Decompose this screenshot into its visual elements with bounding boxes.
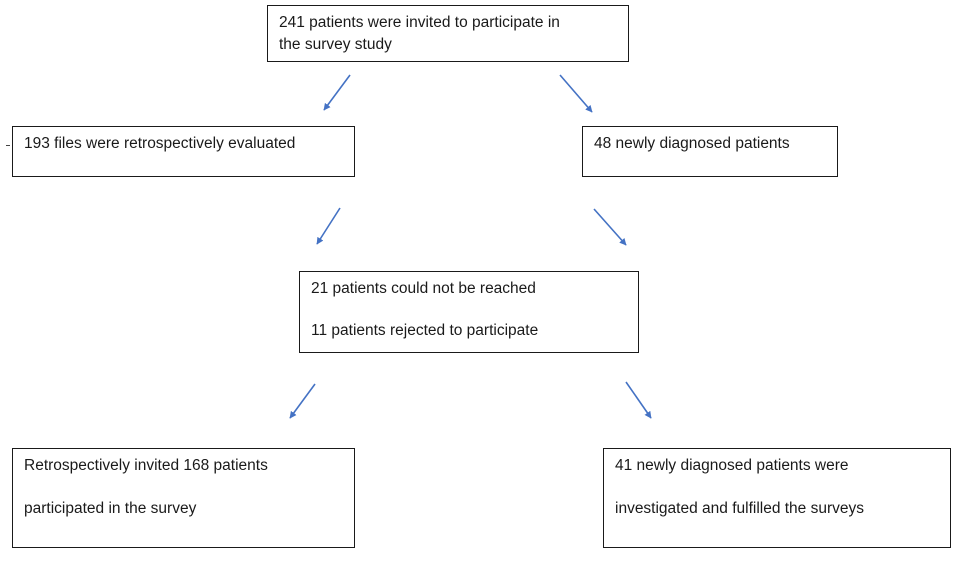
box-newly-diagnosed: 48 newly diagnosed patients <box>582 126 838 177</box>
arrow-newly-diagnosed-to-excluded <box>593 208 627 246</box>
box-new-outcome-line-2: investigated and fulfilled the surveys <box>615 500 865 517</box>
box-new-outcome: 41 newly diagnosed patients were investi… <box>603 448 951 548</box>
box-retrospective-line-1: 193 files were retrospectively evaluated <box>24 135 296 152</box>
box-invited-line-2: the survey study <box>279 36 392 53</box>
arrow-retrospective-to-excluded <box>316 207 341 245</box>
box-retrospective-outcome-line-2: participated in the survey <box>24 500 197 517</box>
box-excluded-patients: 21 patients could not be reached 11 pati… <box>299 271 639 353</box>
box-retrospective-files: 193 files were retrospectively evaluated <box>12 126 355 177</box>
arrow-invited-to-retrospective <box>323 74 351 111</box>
stray-mark <box>6 145 10 146</box>
arrow-invited-to-newly-diagnosed <box>559 74 593 113</box>
box-new-outcome-line-1: 41 newly diagnosed patients were <box>615 457 849 474</box>
box-newly-diagnosed-line-1: 48 newly diagnosed patients <box>594 135 790 152</box>
box-retrospective-outcome-line-1: Retrospectively invited 168 patients <box>24 457 268 474</box>
box-excluded-line-2: 11 patients rejected to participate <box>311 322 539 339</box>
box-invited-patients: 241 patients were invited to participate… <box>267 5 629 62</box>
arrow-excluded-to-new-outcome <box>625 381 652 419</box>
box-excluded-line-1: 21 patients could not be reached <box>311 280 536 297</box>
box-invited-line-1: 241 patients were invited to participate… <box>279 14 560 31</box>
arrow-excluded-to-retrospective-outcome <box>289 383 316 419</box>
box-retrospective-outcome: Retrospectively invited 168 patients par… <box>12 448 355 548</box>
